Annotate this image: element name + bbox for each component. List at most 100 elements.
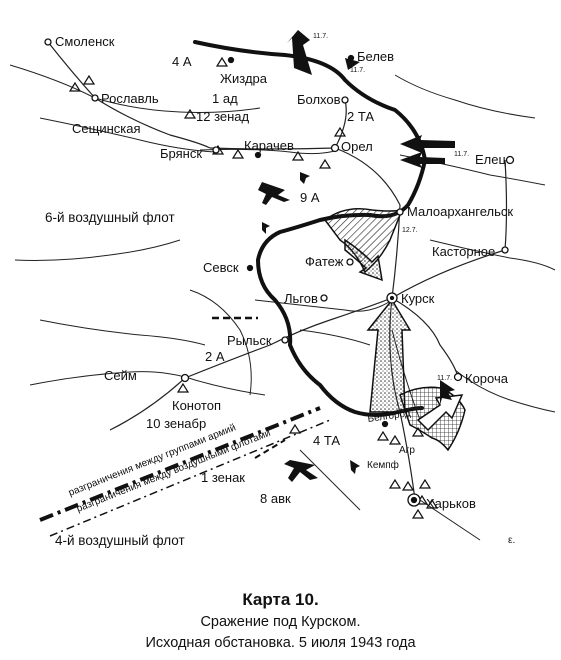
rivers <box>9 64 556 541</box>
kharkov-marker-inner <box>410 496 418 504</box>
date-label: 11.7. <box>437 375 452 382</box>
south-attack-arrow <box>366 298 412 413</box>
aircraft-icon <box>284 460 318 482</box>
label-fatezh: Фатеж <box>305 254 344 269</box>
label-kharkov: Харьков <box>426 496 476 511</box>
label-agr: Агр <box>399 445 415 456</box>
aircraft-icon <box>350 460 360 474</box>
airfield-icon <box>333 126 347 137</box>
airfield-icon <box>291 150 305 161</box>
belgorod-marker <box>381 420 389 428</box>
airfield-icon <box>183 108 197 119</box>
kursk-battle-map: Смоленск Рославль Сещинская Жиздра Белев… <box>9 30 556 548</box>
airfield-icon <box>411 508 425 519</box>
date-label: 11.7. <box>350 67 365 74</box>
konotop-marker <box>180 373 190 383</box>
label-4a: 4 А <box>172 54 192 69</box>
label-rylsk: Рыльск <box>227 333 272 348</box>
label-4th-air-fleet: 4-й воздушный флот <box>55 533 185 548</box>
fatezh-marker <box>346 258 354 266</box>
dashed-divider-2 <box>254 439 286 459</box>
label-seshchinskaya: Сещинская <box>72 121 141 136</box>
label-kursk: Курск <box>401 291 435 306</box>
region-labels: 6-й воздушный флот 4-й воздушный флот Се… <box>45 210 185 548</box>
airfield-icon <box>82 74 96 85</box>
airfield-icon <box>411 426 425 437</box>
air-fleet-boundary <box>49 419 331 537</box>
map-title: Карта 10. <box>242 590 319 609</box>
kastornoe-marker <box>501 246 509 254</box>
date-label: 12.7. <box>402 227 418 234</box>
airfield-icon <box>231 148 245 159</box>
label-smolensk: Смоленск <box>55 34 115 49</box>
korocha-counterattack-arrow <box>440 380 455 405</box>
label-9a: 9 А <box>300 190 320 205</box>
aircraft-icon <box>300 172 310 184</box>
bolkhov-marker <box>341 96 349 104</box>
belev-counterattack-arrow-2 <box>345 58 360 70</box>
belev-counterattack-arrow <box>287 30 312 75</box>
aircraft-icons <box>258 172 360 482</box>
city-markers <box>44 38 515 507</box>
airfield-icon <box>388 478 402 489</box>
airfield-icon <box>425 498 439 509</box>
army-group-boundary <box>39 406 321 522</box>
maloarkhangelsk-marker <box>396 208 404 216</box>
korocha-marker <box>453 372 463 382</box>
airfield-icon <box>318 158 332 169</box>
label-10zenabr: 10 зенабр <box>146 416 206 431</box>
korocha-attack-arrow <box>416 394 464 432</box>
label-zhizdra: Жиздра <box>220 71 268 86</box>
airfield-icon <box>176 382 190 393</box>
label-karachev: Карачев <box>244 138 294 153</box>
label-2a: 2 А <box>205 349 225 364</box>
airfield-icon <box>376 430 390 441</box>
airfield-icon <box>388 434 402 445</box>
elets-marker <box>505 155 515 165</box>
bryansk-marker <box>212 146 220 154</box>
airfield-icon <box>401 480 415 491</box>
airfield-icon <box>288 423 302 434</box>
city-labels: Смоленск Рославль Сещинская Жиздра Белев… <box>55 34 513 511</box>
belev-marker <box>347 54 355 62</box>
front-line <box>193 40 427 417</box>
karachev-marker <box>254 151 262 159</box>
label-bryansk: Брянск <box>160 146 202 161</box>
zhizdra-marker <box>227 56 235 64</box>
label-8avk: 8 авк <box>260 491 291 506</box>
label-6th-air-fleet: 6-й воздушный флот <box>45 210 175 225</box>
date-label: 11.7. <box>454 151 469 158</box>
label-maloarkhangelsk: Малоархангельск <box>407 204 513 219</box>
label-12zenad: 12 зенад <box>196 109 250 124</box>
label-roslavl: Рославль <box>101 91 159 106</box>
north-attack-arrow <box>344 238 383 282</box>
aircraft-icon <box>258 182 290 205</box>
sevsk-marker <box>246 264 254 272</box>
label-konotop: Конотоп <box>172 398 221 413</box>
label-1zenak: 1 зенак <box>201 470 245 485</box>
counterattack-arrows <box>287 30 455 405</box>
label-belev: Белев <box>357 49 394 64</box>
map-date-line: Исходная обстановка. 5 июля 1943 года <box>145 635 416 651</box>
airfield-icons <box>68 56 439 519</box>
roslavl-marker <box>91 94 99 102</box>
date-label: 11.7. <box>313 33 328 40</box>
elets-counterattack-arrow-2 <box>400 152 445 168</box>
label-orel: Орел <box>341 139 373 154</box>
label-bolkhov: Болхов <box>297 92 341 107</box>
smolensk-marker <box>44 38 52 46</box>
kursk-marker-inner <box>389 295 395 301</box>
label-kastornoe: Касторное <box>432 244 495 259</box>
label-2ta: 2 ТА <box>347 109 374 124</box>
label-korocha: Короча <box>465 371 509 386</box>
corner-mark: ε. <box>508 535 515 546</box>
label-lgov: Льгов <box>284 291 318 306</box>
rylsk-marker <box>281 336 289 344</box>
unit-labels: 4 А 1 ад 12 зенад 2 ТА 9 А 2 А 10 зенабр… <box>146 54 415 506</box>
airfield-icon <box>215 56 229 67</box>
label-1ad: 1 ад <box>212 91 238 106</box>
label-elets: Елец <box>475 152 506 167</box>
date-labels: 11.7. 11.7. 11.7. 12.7. 11.7. <box>313 33 469 382</box>
elets-counterattack-arrow-1 <box>400 135 455 153</box>
